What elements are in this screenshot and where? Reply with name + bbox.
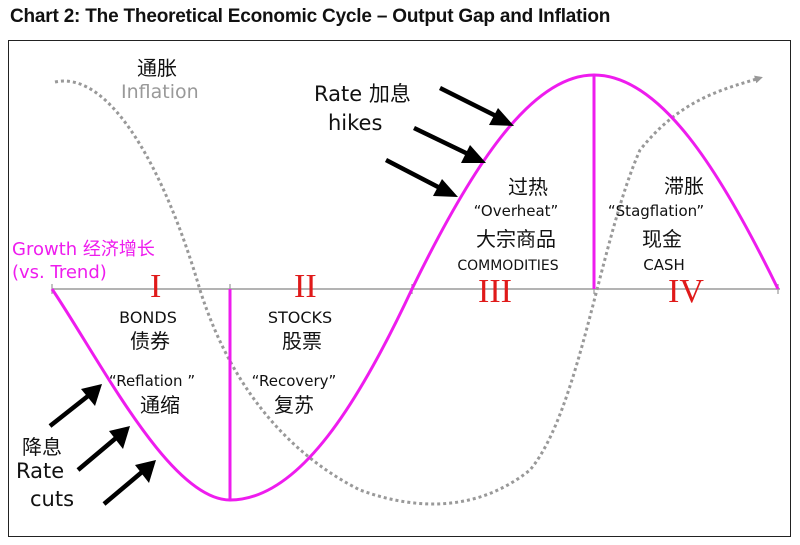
phase-1-stage-zh: 通缩	[140, 393, 180, 417]
phase-2-asset-en: STOCKS	[268, 308, 332, 327]
phase-1-asset-en: BONDS	[119, 308, 177, 327]
phase-4-asset-en: CASH	[643, 256, 685, 274]
phase-3-asset-zh: 大宗商品	[476, 227, 556, 251]
phase-numeral-1: I	[150, 268, 161, 305]
phase-numeral-2: II	[294, 268, 317, 305]
phase-3-asset-en: COMMODITIES	[457, 258, 558, 274]
phase-1-stage-en: “Reflation ”	[109, 372, 195, 390]
chart-title: Chart 2: The Theoretical Economic Cycle …	[10, 6, 611, 27]
phase-2-asset-zh: 股票	[282, 329, 322, 353]
phase-4-stage-zh: 滞胀	[664, 174, 704, 198]
phase-3-stage-zh: 过热	[508, 175, 548, 199]
rate-cuts-zh: 降息	[22, 435, 62, 459]
growth-label-line1: Growth 经济增长	[12, 239, 155, 260]
growth-curve	[50, 73, 780, 502]
phase-4-asset-zh: 现金	[642, 227, 682, 251]
rate-cut-arrows	[48, 384, 156, 506]
rate-cuts-line1: Rate	[16, 459, 64, 483]
phase-1-asset-zh: 债券	[130, 329, 170, 353]
rate-hike-arrows	[384, 85, 514, 197]
phase-4-stage-en: “Stagflation”	[608, 202, 704, 220]
growth-label-line2: (vs. Trend)	[12, 262, 107, 283]
phase-3-stage-en: “Overheat”	[474, 202, 559, 220]
rate-cuts-line2: cuts	[30, 487, 74, 511]
inflation-label-zh: 通胀	[137, 56, 177, 80]
rate-hikes-line1: Rate 加息	[314, 82, 411, 106]
phase-numeral-3: III	[478, 273, 512, 310]
rate-hikes-line2: hikes	[328, 111, 382, 135]
phase-2-stage-zh: 复苏	[274, 393, 314, 417]
inflation-curve	[54, 75, 763, 506]
inflation-label-en: Inflation	[121, 81, 199, 103]
phase-numeral-4: IV	[668, 273, 704, 310]
phase-2-stage-en: “Recovery”	[252, 372, 337, 390]
